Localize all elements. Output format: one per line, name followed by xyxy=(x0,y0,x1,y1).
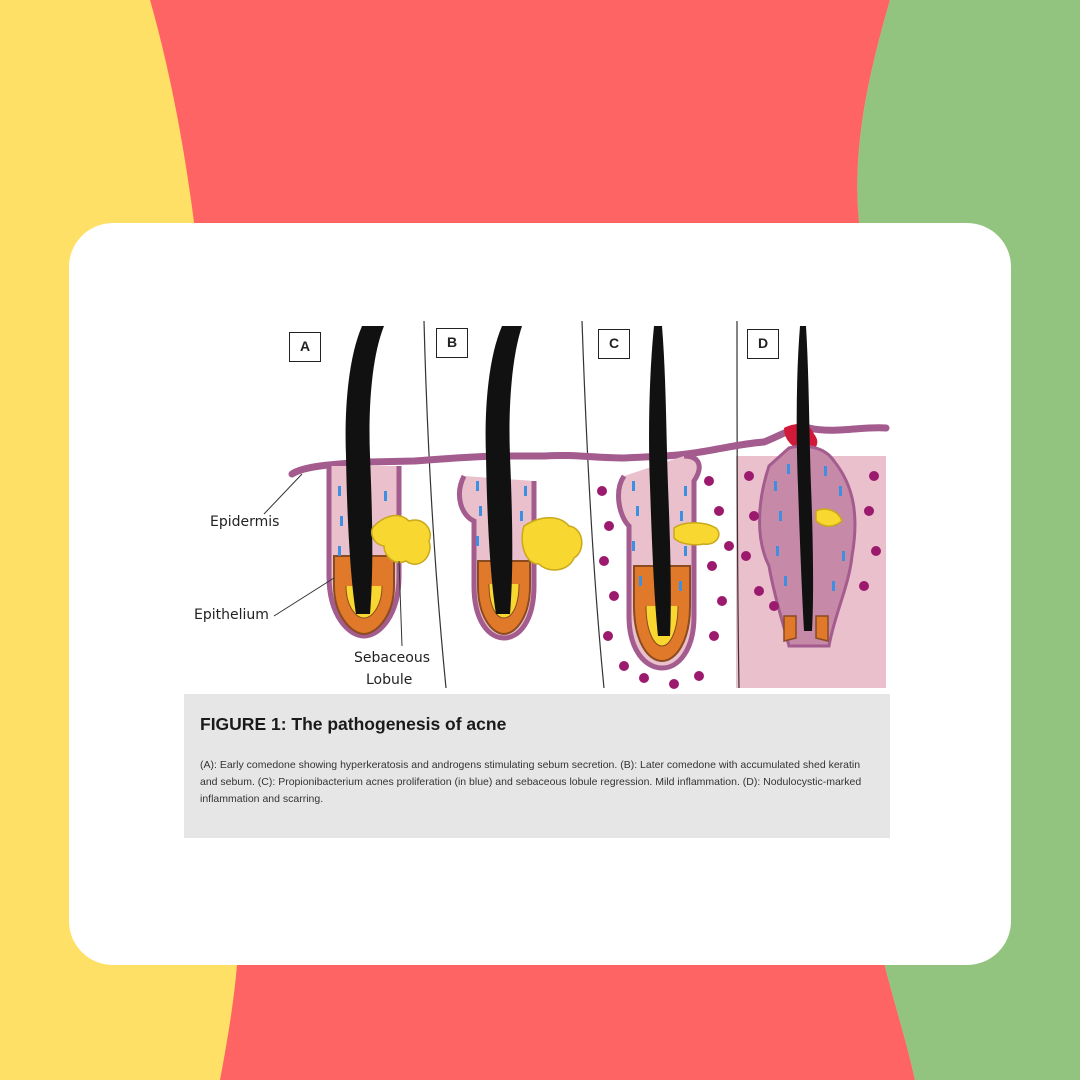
sebaceous-label-line2: Lobule xyxy=(366,672,413,688)
epidermis-label: Epidermis xyxy=(210,514,280,530)
panel-label-d: D xyxy=(747,329,779,359)
panel-divider-cd xyxy=(736,320,740,689)
panel-label-c: C xyxy=(598,329,630,359)
follicle-c xyxy=(597,326,734,689)
figure-caption-text: (A): Early comedone showing hyperkeratos… xyxy=(200,759,862,805)
sebaceous-leader xyxy=(398,560,403,647)
panel-label-b: B xyxy=(436,328,468,358)
sebaceous-label-line1: Sebaceous xyxy=(354,650,431,666)
follicle-a xyxy=(326,326,431,639)
panel-divider-bc xyxy=(581,320,605,689)
follicle-b xyxy=(457,326,583,641)
panel-divider-ab xyxy=(423,320,447,689)
epidermis-leader xyxy=(263,473,303,515)
figure-caption-box: FIGURE 1: The pathogenesis of acne (A): … xyxy=(184,694,890,838)
panel-label-a: A xyxy=(289,332,321,362)
figure-caption-title: FIGURE 1: The pathogenesis of acne xyxy=(200,714,507,734)
epithelium-leader xyxy=(273,577,335,617)
acne-illustration xyxy=(263,320,890,689)
follicle-d xyxy=(741,326,881,648)
epithelium-label: Epithelium xyxy=(194,607,269,623)
acne-figure: A B C D Epidermis Epithelium Sebaceous L… xyxy=(184,316,890,838)
